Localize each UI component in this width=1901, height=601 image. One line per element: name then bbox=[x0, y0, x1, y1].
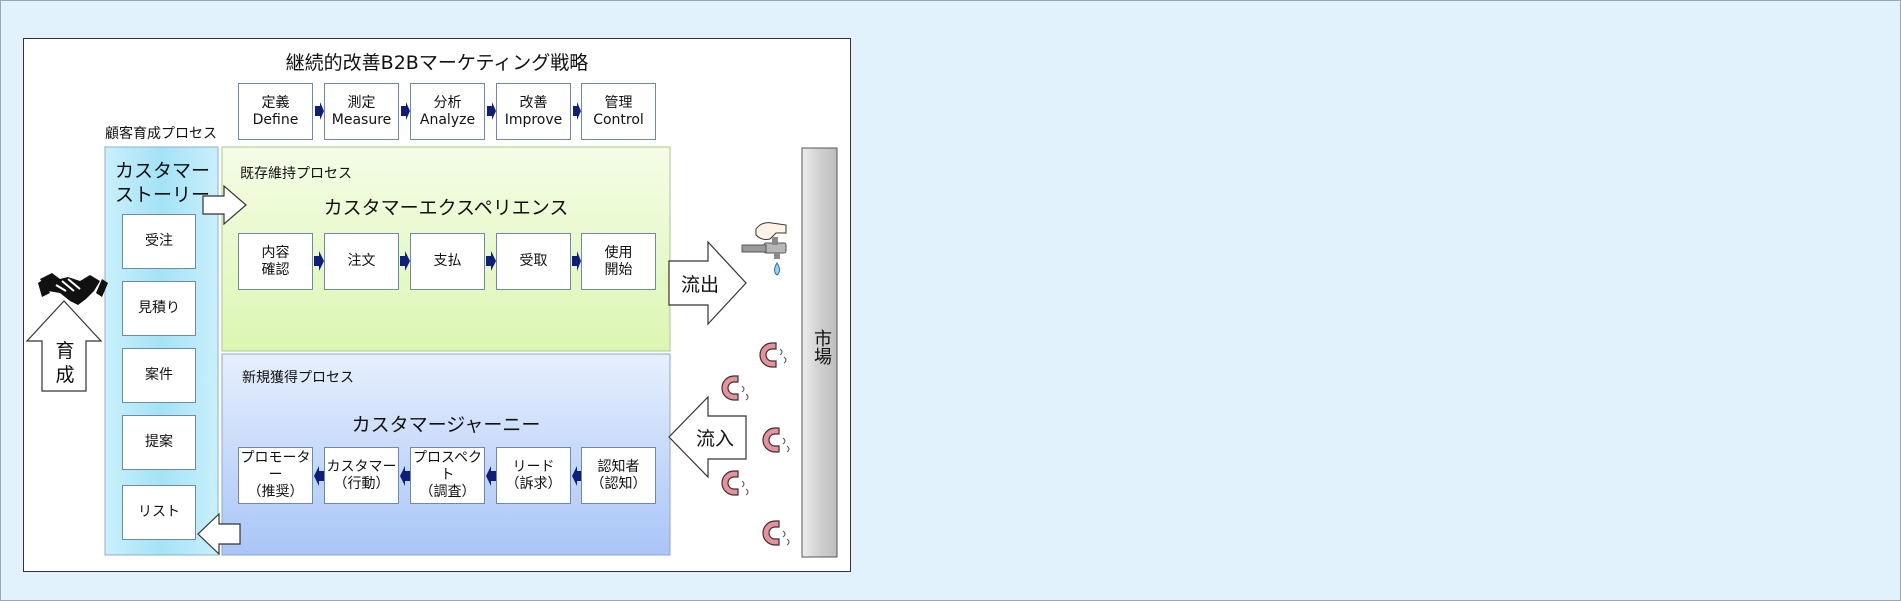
retention-step-payment: 支払 bbox=[410, 233, 485, 290]
retention-step-payment-l1: 支払 bbox=[433, 253, 462, 269]
story-step-estimate: 見積り bbox=[122, 281, 196, 336]
dmaic-control-en: Control bbox=[593, 111, 644, 128]
dmaic-define-en: Define bbox=[252, 111, 299, 128]
acquisition-step-promoter-l2: （推奨） bbox=[247, 484, 304, 500]
story-step-deal: 案件 bbox=[122, 348, 196, 403]
handshake-icon bbox=[38, 273, 108, 305]
market-bar bbox=[801, 147, 838, 558]
nurture-process-label: 顧客育成プロセス bbox=[105, 126, 217, 142]
retention-step-start-use-l1: 使用 bbox=[604, 244, 633, 261]
acquisition-step-lead: リード （訴求） bbox=[496, 447, 571, 504]
magnet-icon bbox=[762, 520, 790, 546]
inflow-arrow bbox=[668, 395, 747, 479]
acquisition-step-prospect-l1: プロスペクト bbox=[412, 450, 483, 483]
nurture-up-arrow bbox=[25, 300, 103, 392]
acquisition-step-prospect: プロスペクト （調査） bbox=[410, 447, 485, 504]
acquisition-step-aware-l2: （認知） bbox=[590, 475, 647, 492]
outflow-label: 流出 bbox=[681, 274, 720, 296]
retention-step-confirm-l1: 内容 bbox=[261, 244, 290, 261]
magnet-icon bbox=[762, 427, 790, 453]
story-step-order: 受注 bbox=[122, 214, 196, 269]
nurture-arrow-label: 育 成 bbox=[53, 339, 77, 387]
dmaic-measure-jp: 測定 bbox=[347, 94, 376, 111]
retention-step-order: 注文 bbox=[324, 233, 399, 290]
faucet-icon bbox=[741, 222, 787, 276]
acquisition-step-promoter: プロモーター （推奨） bbox=[238, 447, 313, 504]
dmaic-control-jp: 管理 bbox=[604, 94, 633, 111]
dmaic-arrows bbox=[315, 102, 581, 120]
magnet-icon bbox=[721, 470, 749, 496]
story-step-proposal: 提案 bbox=[122, 415, 196, 470]
acquisition-process-label: 新規獲得プロセス bbox=[242, 370, 354, 386]
retention-step-order-l1: 注文 bbox=[347, 253, 376, 269]
dmaic-analyze-en: Analyze bbox=[419, 111, 476, 128]
dmaic-control: 管理 Control bbox=[581, 83, 656, 140]
nurture-arrow-char1: 育 bbox=[55, 340, 75, 362]
magnet-icon bbox=[721, 375, 749, 401]
dmaic-analyze: 分析 Analyze bbox=[410, 83, 485, 140]
magnet-icon bbox=[759, 342, 787, 368]
retention-process-label: 既存維持プロセス bbox=[240, 166, 352, 182]
dmaic-measure-en: Measure bbox=[331, 111, 392, 128]
customer-story-line2: ストーリー bbox=[115, 184, 211, 206]
dmaic-improve-en: Improve bbox=[504, 111, 563, 128]
retention-step-receive-l1: 受取 bbox=[519, 253, 548, 269]
acquisition-step-aware: 認知者 （認知） bbox=[581, 447, 656, 504]
acquisition-step-aware-l1: 認知者 bbox=[597, 458, 640, 475]
acquisition-step-customer-l1: カスタマー bbox=[326, 458, 397, 475]
acquisition-step-customer: カスタマー （行動） bbox=[324, 447, 399, 504]
retention-arrows bbox=[314, 251, 581, 271]
customer-experience-heading: カスタマーエクスペリエンス bbox=[323, 197, 569, 219]
dmaic-define-jp: 定義 bbox=[261, 94, 290, 111]
acquisition-step-promoter-l1: プロモーター bbox=[240, 450, 311, 483]
outflow-arrow bbox=[668, 240, 747, 326]
dmaic-measure: 測定 Measure bbox=[324, 83, 399, 140]
retention-step-confirm-l2: 確認 bbox=[261, 261, 290, 278]
market-label: 市場 bbox=[811, 329, 832, 365]
customer-story-line1: カスタマー bbox=[115, 160, 211, 182]
retention-step-start-use-l2: 開始 bbox=[604, 261, 633, 278]
customer-story-heading: カスタマー ストーリー bbox=[115, 159, 210, 207]
acquisition-step-lead-l1: リード bbox=[512, 458, 555, 475]
retention-step-receive: 受取 bbox=[496, 233, 571, 290]
story-to-retention-arrow bbox=[202, 184, 247, 226]
acquisition-step-lead-l2: （訴求） bbox=[505, 475, 562, 492]
acquisition-step-prospect-l2: （調査） bbox=[419, 484, 476, 500]
inflow-label: 流入 bbox=[696, 428, 735, 450]
acquisition-to-list-arrow bbox=[197, 512, 241, 556]
dmaic-analyze-jp: 分析 bbox=[433, 94, 462, 111]
diagram-title: 継続的改善B2Bマーケティング戦略 bbox=[285, 52, 589, 74]
acquisition-arrows bbox=[314, 466, 581, 486]
retention-step-confirm: 内容 確認 bbox=[238, 233, 313, 290]
strategy-diagram-panel: 継続的改善B2Bマーケティング戦略 定義 Define 測定 Measure 分… bbox=[23, 38, 851, 572]
nurture-arrow-char2: 成 bbox=[55, 364, 75, 386]
acquisition-step-customer-l2: （行動） bbox=[333, 475, 390, 492]
dmaic-improve-jp: 改善 bbox=[519, 94, 548, 111]
story-step-list: リスト bbox=[122, 485, 196, 540]
dmaic-define: 定義 Define bbox=[238, 83, 313, 140]
customer-journey-heading: カスタマージャーニー bbox=[351, 414, 541, 436]
retention-step-start-use: 使用 開始 bbox=[581, 233, 656, 290]
dmaic-improve: 改善 Improve bbox=[496, 83, 571, 140]
